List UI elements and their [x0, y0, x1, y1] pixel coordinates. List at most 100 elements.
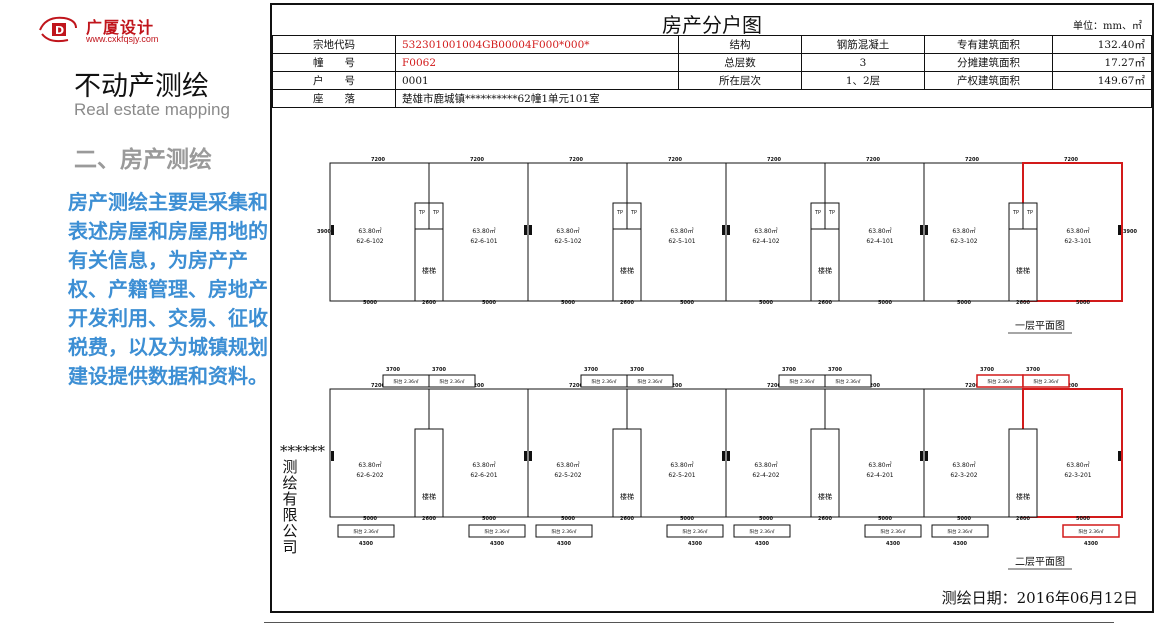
- balcony-label: 阳台 2.36㎡: [1079, 528, 1104, 535]
- room-area: 63.80㎡: [472, 227, 495, 235]
- room-number: 62-6-101: [470, 238, 497, 245]
- table-row: 座 落 楚雄市鹿城镇**********62幢1单元101室: [272, 89, 1152, 108]
- room-number: 62-5-202: [554, 472, 581, 479]
- dimension-label: 3700: [782, 367, 796, 373]
- room-number: 62-6-201: [470, 472, 497, 479]
- cell-value: 17.27㎡: [1052, 53, 1152, 72]
- svg-text:D: D: [55, 24, 64, 37]
- dimension-marker: [722, 225, 725, 235]
- cell-value: 532301001004GB00004F000*000*: [395, 35, 679, 54]
- balcony-label: 阳台 2.36㎡: [988, 378, 1013, 385]
- room-number: 62-4-101: [866, 238, 893, 245]
- dimension-label: 4300: [953, 541, 967, 547]
- dimension-label: 5000: [1076, 516, 1090, 522]
- dimension-marker: [925, 225, 928, 235]
- tp-box: [1008, 202, 1024, 230]
- room-area: 63.80㎡: [556, 461, 579, 469]
- doc-title: 房产分户图: [662, 13, 762, 37]
- dimension-label: 4300: [886, 541, 900, 547]
- dimension-marker: [331, 451, 334, 461]
- room-area: 63.80㎡: [358, 461, 381, 469]
- tp-box: [824, 202, 840, 230]
- survey-date: 测绘日期：2016年06月12日: [941, 589, 1138, 607]
- balcony-label: 阳台 2.36㎡: [683, 528, 708, 535]
- dimension-marker: [727, 451, 730, 461]
- dimension-label: 5000: [482, 300, 496, 306]
- tp-box: [810, 202, 826, 230]
- dimension-label: 7200: [767, 157, 781, 163]
- floor2-label: 二层平面图: [1015, 556, 1065, 568]
- dimension-marker: [920, 225, 923, 235]
- dimension-label: 7200: [1064, 383, 1078, 389]
- dimension-label: 5000: [878, 300, 892, 306]
- room-area: 63.80㎡: [754, 227, 777, 235]
- page-title: 不动产测绘: [74, 71, 209, 102]
- room-area: 63.80㎡: [868, 227, 891, 235]
- tp-label: TP: [418, 210, 425, 216]
- balcony-box: [428, 374, 476, 388]
- dimension-label: 7200: [668, 157, 682, 163]
- room-number: 62-3-202: [950, 472, 977, 479]
- dimension-label: 5000: [680, 516, 694, 522]
- room-area: 63.80㎡: [952, 227, 975, 235]
- balcony-label: 阳台 2.36㎡: [638, 378, 663, 385]
- tp-label: TP: [828, 210, 835, 216]
- balcony-label: 阳台 2.36㎡: [1034, 378, 1059, 385]
- dimension-label: 5000: [759, 300, 773, 306]
- dimension-label: 3700: [1026, 367, 1040, 373]
- balcony-box: [1062, 524, 1120, 538]
- section-heading: 二、房产测绘: [74, 146, 212, 173]
- cell-label: 总层数: [678, 53, 802, 72]
- dimension-label: 2600: [818, 300, 832, 306]
- balcony-box: [824, 374, 872, 388]
- balcony-label: 阳台 2.36㎡: [836, 378, 861, 385]
- room-area: 63.80㎡: [670, 227, 693, 235]
- balcony-label: 阳台 2.36㎡: [592, 378, 617, 385]
- room-area: 63.80㎡: [868, 461, 891, 469]
- highlighted-room-outline: [1022, 388, 1123, 518]
- table-row: 户 号 0001 所在层次 1、2层 产权建筑面积 149.67㎡: [272, 71, 1152, 90]
- logo-url: www.cxkfqsjy.com: [86, 34, 159, 44]
- dimension-label: 5000: [482, 516, 496, 522]
- cell-value: F0062: [395, 53, 679, 72]
- dimension-label: 5000: [878, 516, 892, 522]
- room-outline: [329, 388, 430, 518]
- room-area: 63.80㎡: [670, 461, 693, 469]
- room-number: 62-5-101: [668, 238, 695, 245]
- room-outline: [923, 388, 1024, 518]
- doc-unit: 单位：mm、㎡: [1073, 21, 1142, 32]
- balcony-label: 阳台 2.36㎡: [485, 528, 510, 535]
- room-number: 62-6-102: [356, 238, 383, 245]
- dimension-label: 5000: [561, 516, 575, 522]
- stair-label: 楼梯: [818, 266, 832, 275]
- room-area: 63.80㎡: [754, 461, 777, 469]
- dimension-marker: [529, 451, 532, 461]
- balcony-box: [666, 524, 724, 538]
- room-number: 62-6-202: [356, 472, 383, 479]
- dimension-label: 5000: [363, 300, 377, 306]
- stair-label: 楼梯: [620, 492, 634, 501]
- dimension-label: 4300: [490, 541, 504, 547]
- tp-box: [414, 202, 430, 230]
- cell-label: 结构: [678, 35, 802, 54]
- balcony-box: [535, 524, 593, 538]
- dimension-label: 4300: [688, 541, 702, 547]
- dimension-label: 2600: [620, 300, 634, 306]
- cell-label: 所在层次: [678, 71, 802, 90]
- room-number: 62-3-101: [1064, 238, 1091, 245]
- balcony-label: 阳台 2.36㎡: [394, 378, 419, 385]
- floor-plan-drawing: 楼梯 TP TP 7200 7200 5000 2600 5000 63.80㎡ 62-6-102…: [317, 157, 1137, 570]
- dimension-label: 3700: [386, 367, 400, 373]
- balcony-box: [864, 524, 922, 538]
- dimension-label: 5000: [1076, 300, 1090, 306]
- balcony-label: 阳台 2.36㎡: [948, 528, 973, 535]
- dimension-label: 2600: [1016, 516, 1030, 522]
- room-area: 63.80㎡: [358, 227, 381, 235]
- cell-value: 钢筋混凝土: [801, 35, 925, 54]
- dimension-marker: [925, 451, 928, 461]
- dimension-label: 7200: [470, 157, 484, 163]
- dimension-label: 4300: [557, 541, 571, 547]
- divider: [264, 622, 1114, 623]
- tp-box: [428, 202, 444, 230]
- cell-label: 分摊建筑面积: [924, 53, 1053, 72]
